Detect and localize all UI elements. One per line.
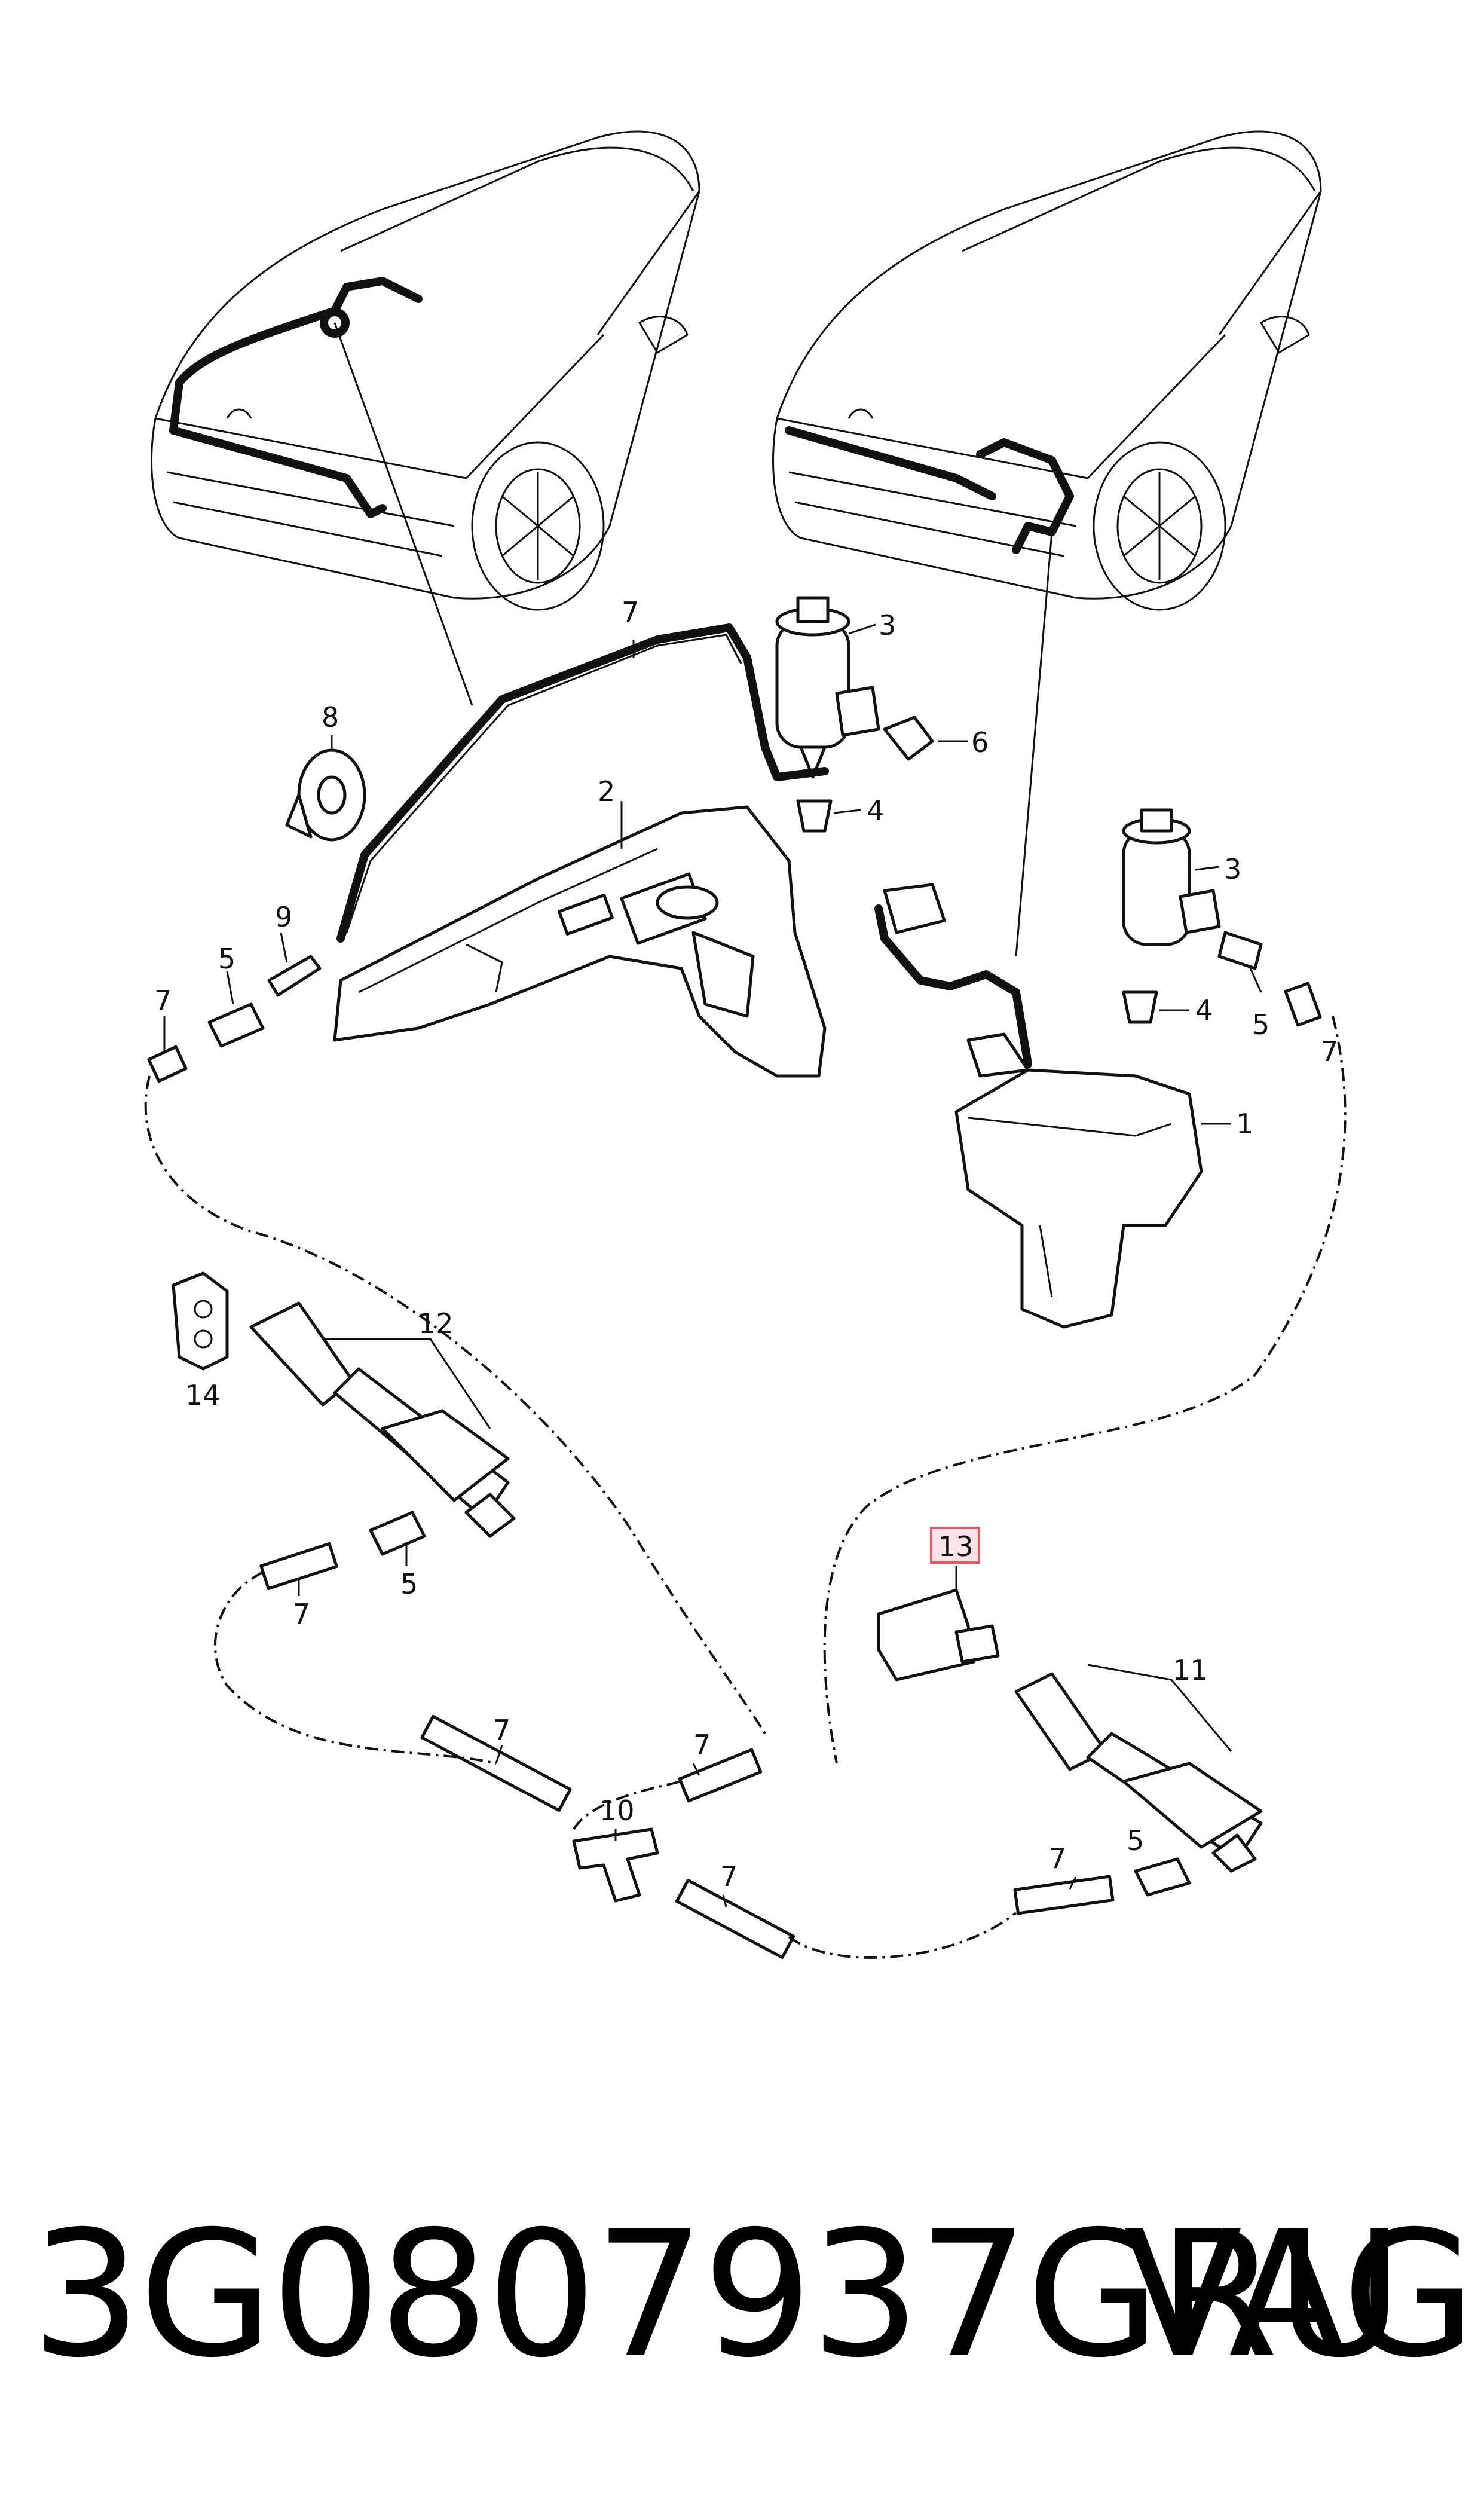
washer-pump-3-lower bbox=[1122, 808, 1221, 946]
callout-7-top: 7 bbox=[622, 596, 639, 628]
callout-7-bottom-c: 7 bbox=[720, 1860, 738, 1893]
washer-reservoir-1 bbox=[954, 1032, 1203, 1329]
connector-5-right bbox=[1217, 931, 1263, 970]
callout-6: 6 bbox=[971, 726, 989, 759]
washer-nozzle-11 bbox=[1014, 1672, 1263, 1873]
footer: 3G0807937GRU VAG bbox=[0, 2128, 1484, 2463]
hose-7-top-inner bbox=[345, 634, 742, 933]
car-illustration-left bbox=[151, 130, 700, 611]
callout-11: 11 bbox=[1173, 1654, 1208, 1686]
connector-5-bottom-right bbox=[1134, 1857, 1191, 1897]
callout-4-upper: 4 bbox=[867, 794, 884, 827]
callout-7-bottom-a: 7 bbox=[493, 1714, 510, 1746]
hose-route-dashed bbox=[823, 1016, 1347, 1764]
callout-13: 13 bbox=[938, 1530, 974, 1563]
callout-7-bottom-b: 7 bbox=[693, 1729, 711, 1761]
callout-8: 8 bbox=[322, 701, 339, 733]
callout-12: 12 bbox=[418, 1307, 454, 1340]
callout-7-bottom-d: 7 bbox=[1049, 1842, 1066, 1875]
bracket-14 bbox=[172, 1271, 229, 1371]
callout-2: 2 bbox=[598, 775, 615, 808]
hose-7-right-end bbox=[1284, 982, 1322, 1027]
hose-7-left-end bbox=[147, 1045, 188, 1083]
callout-3-lower: 3 bbox=[1224, 853, 1241, 885]
hose-route-dashed bbox=[788, 1912, 1017, 1959]
hose-route-dashed bbox=[144, 1075, 766, 1735]
callout-10: 10 bbox=[599, 1794, 635, 1827]
callout-7-right: 7 bbox=[1321, 1035, 1338, 1068]
parts-diagram: 1 2 3 3 4 4 5 5 5 5 6 7 7 7 7 7 7 7 7 8 … bbox=[144, 130, 1347, 1959]
filler-neck-hose bbox=[874, 904, 1032, 1068]
hose-7-mid-left bbox=[259, 1542, 338, 1591]
callout-7-mid-left: 7 bbox=[293, 1598, 310, 1630]
callout-13-box bbox=[930, 1527, 980, 1564]
callout-5-bottom-right: 5 bbox=[1127, 1824, 1144, 1857]
brand-name: VAG bbox=[1124, 2194, 1476, 2396]
hose-7-top bbox=[336, 623, 829, 943]
callout-5-left: 5 bbox=[218, 943, 235, 975]
callout-5-right: 5 bbox=[1252, 1008, 1269, 1041]
control-unit-13 bbox=[877, 1588, 1000, 1682]
callout-13-highlighted: 13 bbox=[930, 1527, 980, 1564]
callout-7-left: 7 bbox=[154, 985, 172, 1017]
callout-5-mid-left: 5 bbox=[400, 1568, 418, 1600]
hose-7-bottom-c bbox=[675, 1878, 795, 1959]
car-illustration-right bbox=[772, 130, 1322, 611]
leader-line bbox=[1015, 531, 1053, 957]
callout-leaders bbox=[163, 623, 1262, 1907]
leader-line bbox=[333, 322, 473, 706]
washer-reservoir-2 bbox=[333, 805, 827, 1078]
callout-4-lower: 4 bbox=[1195, 994, 1213, 1026]
connector-5-mid-left bbox=[369, 1511, 426, 1556]
callout-3-upper: 3 bbox=[879, 609, 896, 641]
washer-nozzle-12 bbox=[249, 1301, 516, 1538]
grommet-4-lower bbox=[1122, 990, 1158, 1024]
connector-6 bbox=[883, 716, 934, 761]
washer-pump-3-upper bbox=[775, 596, 880, 779]
filler-cap bbox=[883, 883, 946, 934]
connector-5-left bbox=[207, 1002, 265, 1048]
part-number: 3G0807937GRU bbox=[31, 2194, 1403, 2396]
hose-7-bottom-b bbox=[678, 1748, 763, 1803]
check-valve-9 bbox=[267, 955, 322, 997]
callout-1: 1 bbox=[1236, 1108, 1253, 1140]
hose-route-dashed bbox=[214, 1571, 497, 1765]
t-piece-10 bbox=[572, 1827, 659, 1903]
hose-7-bottom-d bbox=[1013, 1875, 1115, 1915]
callout-9: 9 bbox=[275, 901, 292, 933]
callout-14: 14 bbox=[185, 1379, 221, 1411]
hose-route-dashed bbox=[573, 1780, 682, 1830]
tape-roll-8 bbox=[285, 748, 366, 842]
grommet-4-upper bbox=[796, 799, 833, 833]
